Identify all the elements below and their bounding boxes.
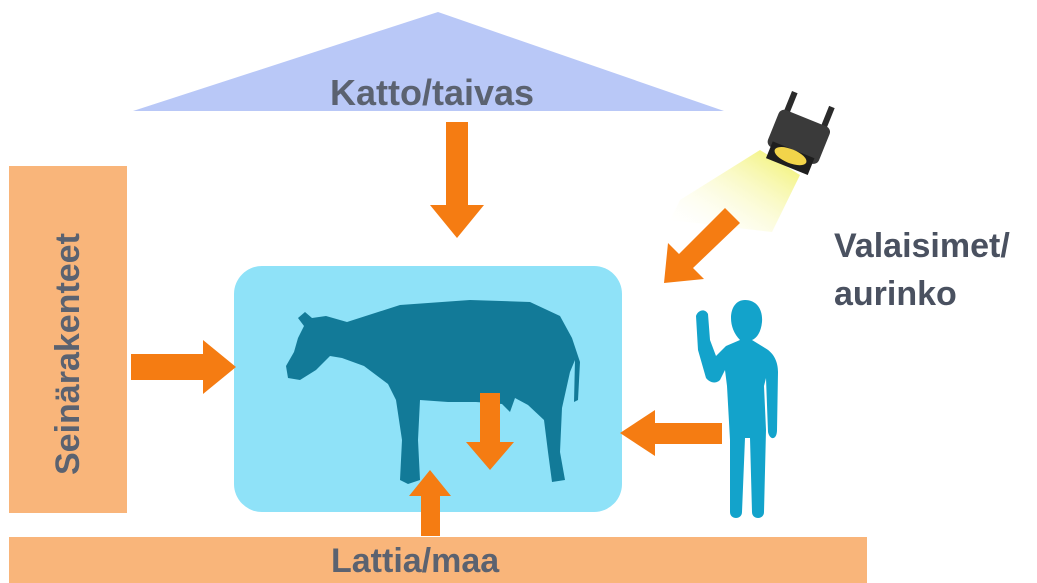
arrow-wall-right [131,340,236,394]
wall-label: Seinärakenteet [49,233,88,475]
lamp-label: Valaisimet/ aurinko [834,222,1010,318]
lamp-label-line1: Valaisimet/ [834,222,1010,270]
arrow-person-left [620,410,722,456]
floor-label: Lattia/maa [331,542,499,581]
lamp-label-line2: aurinko [834,270,1010,318]
arrow-roof-down [430,122,484,238]
person-waving-icon [696,300,778,518]
roof-label: Katto/taivas [330,72,534,114]
